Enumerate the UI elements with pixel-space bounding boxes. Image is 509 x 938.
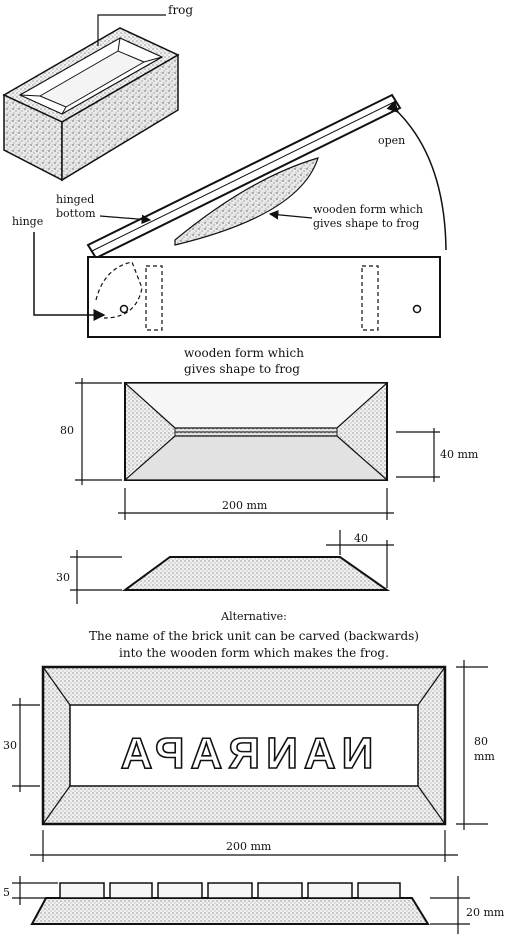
carved-width-label: 200 mm <box>226 840 272 853</box>
plan-height-label: 80 <box>60 424 74 437</box>
carved-height-left: 30 <box>3 739 17 752</box>
open-label: open <box>378 134 405 147</box>
plan-inner-label: 40 mm <box>440 448 479 461</box>
bottom-height-label: 20 mm <box>466 906 505 919</box>
bottom-view <box>30 882 430 925</box>
hinged-label-2: bottom <box>56 207 96 220</box>
carved-height-right-1: 80 <box>474 735 488 748</box>
side-dims <box>70 530 394 604</box>
form-label-b-2: gives shape to frog <box>184 362 300 376</box>
plan-width-label: 200 mm <box>222 499 268 512</box>
form-label-a-2: gives shape to frog <box>313 217 419 230</box>
frog-leader <box>97 14 166 46</box>
hinged-mould <box>86 93 441 338</box>
form-label-a-1: wooden form which <box>313 203 423 216</box>
form-label-b-1: wooden form which <box>184 346 304 360</box>
plan-view-form <box>123 382 389 481</box>
bottom-dims <box>12 876 470 934</box>
carved-name: NANRAPA <box>115 729 374 778</box>
side-height-label: 30 <box>56 571 70 584</box>
alt-line-1: The name of the brick unit can be carved… <box>89 629 419 643</box>
alt-line-2: into the wooden form which makes the fro… <box>119 646 389 660</box>
frog-label: frog <box>168 3 193 17</box>
hinged-arrow <box>99 214 152 225</box>
form-arrow-a <box>268 210 313 220</box>
side-top-label: 40 <box>354 532 368 545</box>
carved-dims <box>12 660 488 862</box>
side-view-form <box>121 556 391 591</box>
carved-form: NANRAPA <box>41 665 447 826</box>
alt-heading: Alternative: <box>220 610 287 623</box>
open-arrow <box>386 100 447 251</box>
hinged-label-1: hinged <box>56 193 94 206</box>
hinge-label: hinge <box>12 215 43 228</box>
plan-dims <box>75 378 440 520</box>
carved-height-right-2: mm <box>474 750 495 763</box>
hinge-arrow <box>33 232 106 321</box>
brick-with-frog <box>2 27 180 182</box>
bottom-step-label: 5 <box>3 886 10 899</box>
